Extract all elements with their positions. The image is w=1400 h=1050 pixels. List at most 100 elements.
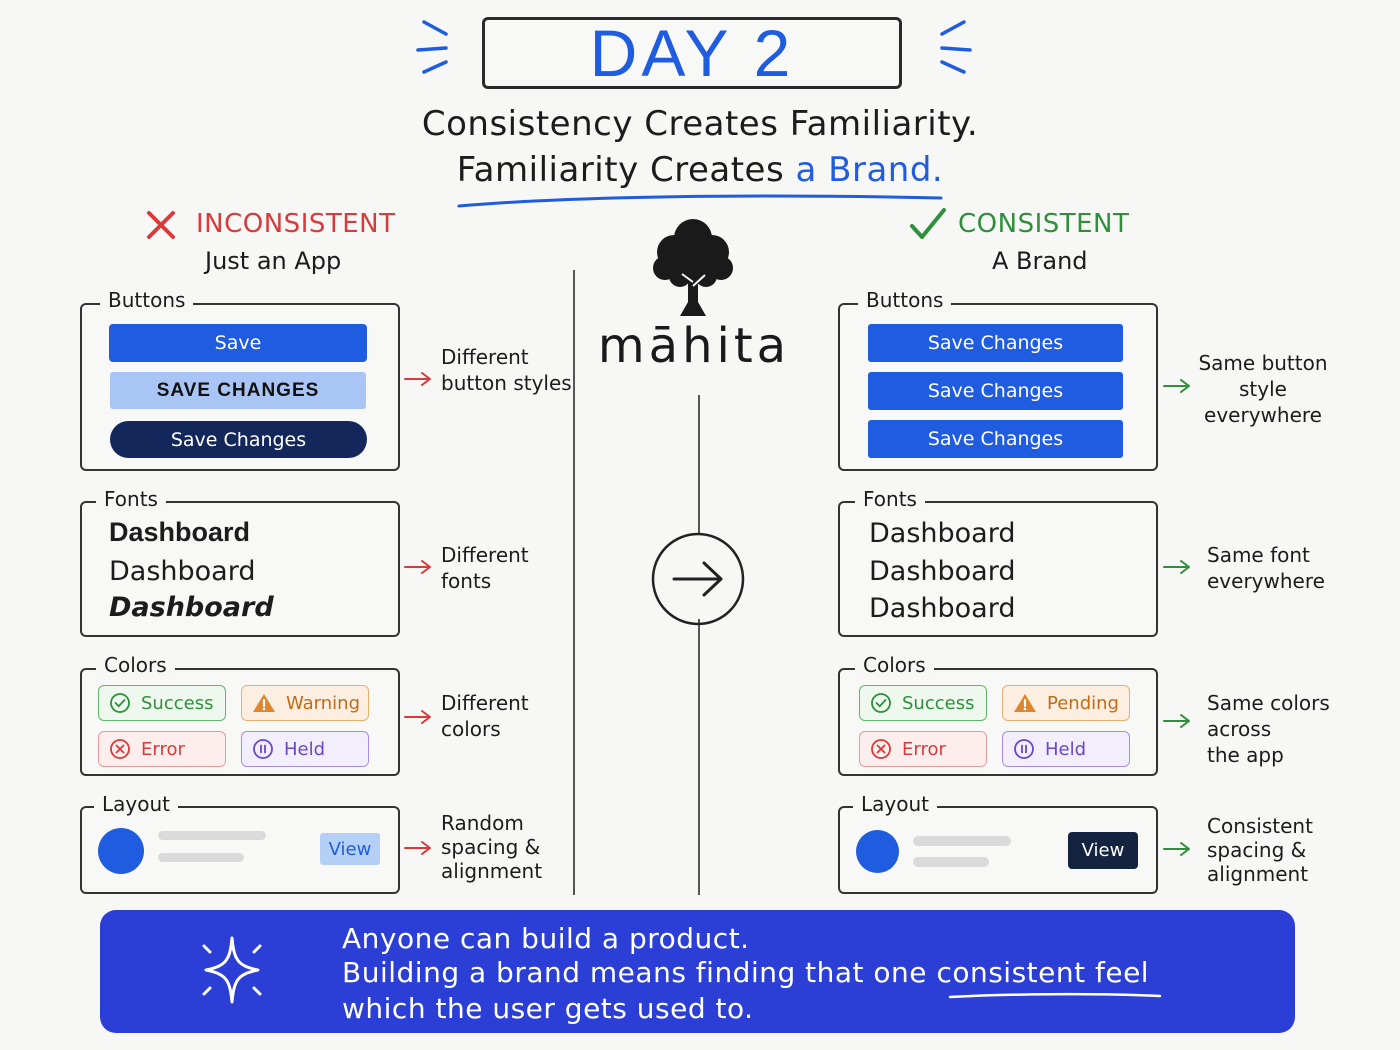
tagline-line-2-start: Familiarity Creates bbox=[456, 150, 796, 190]
colors-inconsistent-note: Different colors bbox=[441, 690, 529, 742]
tagline-line-2: Familiarity Creates a Brand. bbox=[0, 150, 1400, 190]
right-buttons-label: Buttons bbox=[858, 288, 952, 312]
held-chip: Held bbox=[1002, 731, 1130, 767]
save-changes-button[interactable]: Save Changes bbox=[868, 420, 1123, 458]
buttons-inconsistent-note: Different button styles bbox=[441, 344, 572, 396]
note-line: Different bbox=[441, 345, 529, 369]
quote-banner bbox=[100, 910, 1295, 1033]
note-line: alignment bbox=[1207, 862, 1309, 886]
layout-inconsistent-note: Random spacing & alignment bbox=[441, 811, 542, 883]
green-arrow-icon bbox=[1163, 714, 1190, 728]
banner-line-1: Anyone can build a product. bbox=[342, 922, 750, 955]
note-line: spacing & bbox=[1207, 838, 1307, 862]
layout-consistent-note: Consistent spacing & alignment bbox=[1207, 814, 1313, 886]
colors-consistent-note: Same colors across the app bbox=[1207, 690, 1330, 768]
font-sample: Dashboard bbox=[869, 518, 1016, 549]
pause-circle-icon bbox=[1014, 739, 1034, 759]
font-sample: Dashboard bbox=[869, 593, 1016, 624]
consistent-subheading: A Brand bbox=[992, 247, 1088, 275]
note-line: Different bbox=[441, 691, 529, 715]
success-chip-label: Success bbox=[902, 692, 975, 714]
placeholder-line bbox=[913, 836, 1011, 846]
banner-underline bbox=[948, 992, 1162, 999]
day-title: DAY 2 bbox=[589, 16, 795, 90]
red-arrow-icon bbox=[404, 841, 431, 855]
save-button[interactable]: Save bbox=[109, 324, 367, 362]
red-arrow-icon bbox=[404, 372, 431, 386]
right-burst-icon bbox=[940, 20, 972, 74]
tree-icon bbox=[653, 219, 733, 316]
warning-chip-label: Warning bbox=[286, 692, 361, 714]
arrow-right-circle-icon bbox=[651, 532, 745, 626]
warning-icon bbox=[1014, 694, 1036, 712]
font-sample-bold: Dashboard bbox=[109, 517, 251, 547]
held-chip: Held bbox=[241, 731, 369, 767]
placeholder-line bbox=[158, 853, 244, 862]
warning-chip: Warning bbox=[241, 685, 369, 721]
tagline-line-1: Consistency Creates Familiarity. bbox=[421, 104, 979, 144]
red-arrow-icon bbox=[404, 710, 431, 724]
note-line: Same button bbox=[1198, 351, 1328, 375]
check-icon bbox=[910, 208, 946, 239]
left-burst-icon bbox=[416, 20, 448, 74]
x-circle-icon bbox=[110, 739, 130, 759]
tagline-line-2-accent: a Brand. bbox=[795, 150, 944, 190]
pending-chip-label: Pending bbox=[1047, 692, 1119, 714]
error-chip: Error bbox=[859, 731, 987, 767]
day-title-box: DAY 2 bbox=[482, 17, 902, 89]
held-chip-label: Held bbox=[1045, 738, 1087, 760]
avatar bbox=[98, 828, 144, 874]
held-chip-label: Held bbox=[284, 738, 326, 760]
green-arrow-icon bbox=[1163, 560, 1190, 574]
right-layout-label: Layout bbox=[853, 792, 937, 816]
note-line: Consistent bbox=[1207, 814, 1313, 838]
buttons-consistent-note: Same button style everywhere bbox=[1196, 350, 1330, 428]
green-arrow-icon bbox=[1163, 842, 1190, 856]
left-fonts-panel bbox=[80, 501, 400, 637]
inconsistent-heading: INCONSISTENT bbox=[196, 209, 396, 239]
success-chip: Success bbox=[859, 685, 987, 721]
note-line: Same colors bbox=[1207, 691, 1330, 715]
placeholder-line bbox=[158, 831, 266, 840]
save-changes-button[interactable]: Save Changes bbox=[868, 324, 1123, 362]
error-chip-label: Error bbox=[902, 738, 946, 760]
tagline-underline bbox=[457, 194, 943, 208]
pause-circle-icon bbox=[253, 739, 273, 759]
left-colors-label: Colors bbox=[96, 653, 175, 677]
view-button-light[interactable]: View bbox=[320, 833, 380, 865]
red-arrow-icon bbox=[404, 560, 431, 574]
note-line: Same font bbox=[1207, 543, 1310, 567]
note-line: spacing & bbox=[441, 835, 541, 859]
warning-icon bbox=[253, 694, 275, 712]
save-changes-caps-button[interactable]: SAVE CHANGES bbox=[110, 372, 366, 409]
fonts-consistent-note: Same font everywhere bbox=[1207, 542, 1325, 594]
note-line: across bbox=[1207, 717, 1272, 741]
cross-icon bbox=[147, 211, 175, 239]
note-line: button styles bbox=[441, 371, 572, 395]
sparkle-icon bbox=[202, 936, 262, 1004]
right-fonts-label: Fonts bbox=[855, 487, 925, 511]
left-buttons-label: Buttons bbox=[100, 288, 194, 312]
font-sample: Dashboard bbox=[869, 556, 1016, 587]
font-sample-regular: Dashboard bbox=[109, 556, 256, 587]
save-changes-button[interactable]: Save Changes bbox=[868, 372, 1123, 410]
avatar bbox=[856, 830, 899, 873]
view-button-dark[interactable]: View bbox=[1068, 832, 1138, 869]
inconsistent-subheading: Just an App bbox=[205, 247, 342, 275]
note-line: style bbox=[1239, 377, 1287, 401]
banner-line-3: which the user gets used to. bbox=[342, 992, 754, 1025]
error-chip: Error bbox=[98, 731, 226, 767]
note-line: Different bbox=[441, 543, 529, 567]
note-line: colors bbox=[441, 717, 501, 741]
left-divider bbox=[573, 270, 575, 895]
banner-emphasis: consistent feel bbox=[936, 956, 1150, 989]
note-line: alignment bbox=[441, 859, 543, 883]
font-sample-italic: Dashboard bbox=[109, 592, 274, 623]
check-circle-icon bbox=[871, 693, 891, 713]
check-circle-icon bbox=[110, 693, 130, 713]
banner-line-2: Building a brand means finding that one … bbox=[342, 956, 1149, 989]
save-changes-pill-button[interactable]: Save Changes bbox=[110, 421, 367, 458]
left-fonts-label: Fonts bbox=[96, 487, 166, 511]
pending-chip: Pending bbox=[1002, 685, 1130, 721]
placeholder-line bbox=[913, 857, 989, 867]
